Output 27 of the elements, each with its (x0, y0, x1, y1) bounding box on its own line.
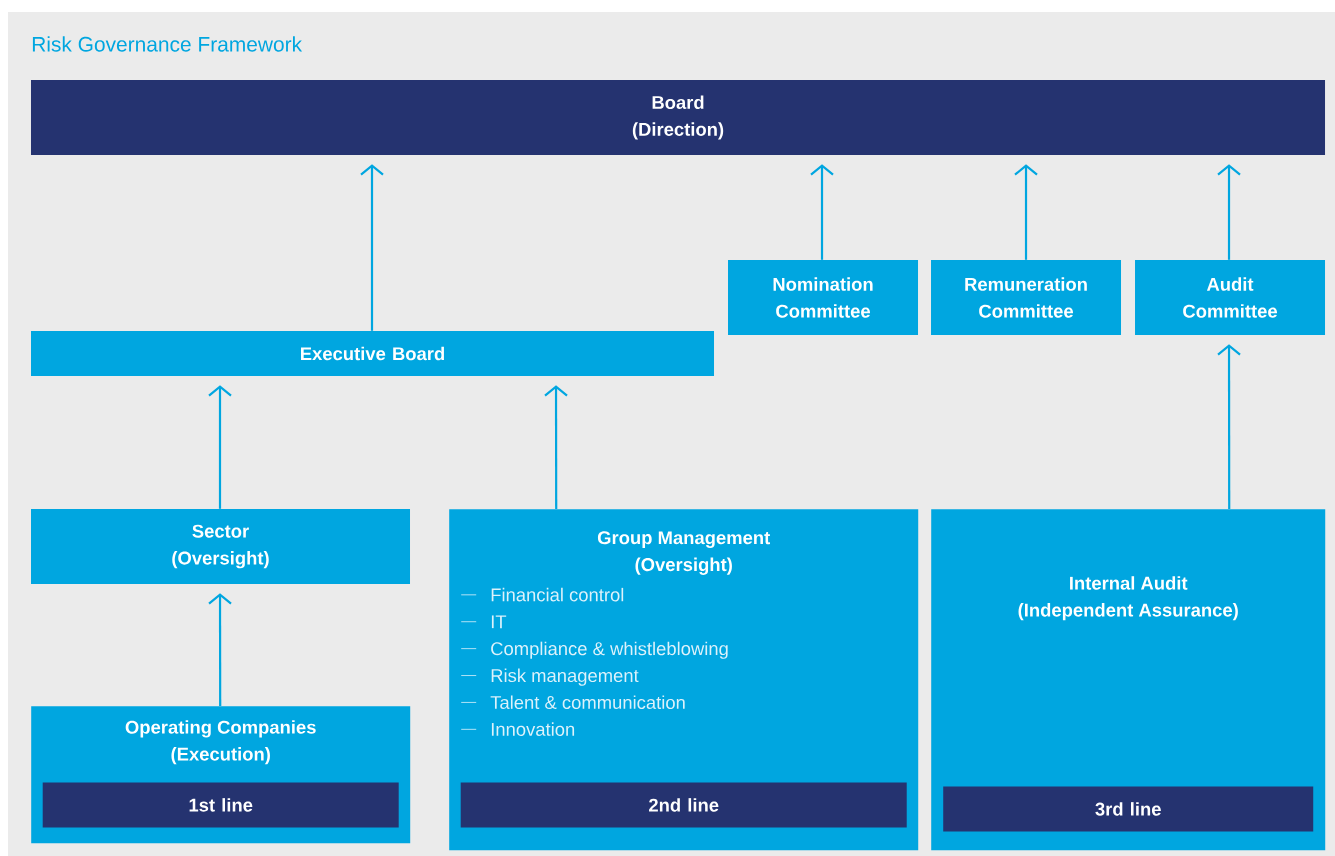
arrow (208, 593, 232, 706)
arrow (208, 385, 232, 509)
panel-heading: Internal Audit (Independent Assurance) (1018, 576, 1238, 621)
line-label-bar: 2nd line (460, 782, 907, 828)
arrow (1014, 164, 1038, 260)
arrow (1217, 164, 1241, 260)
arrow (810, 164, 834, 260)
list-item: Financial control (460, 587, 624, 602)
executive-board-bar: Executive Board (31, 331, 714, 376)
line-label-bar: 1st line (42, 782, 399, 828)
board-box: Board (Direction) (31, 80, 1326, 155)
committee-box: Audit Committee (1135, 260, 1325, 335)
arrow (1217, 344, 1241, 509)
arrow (360, 164, 384, 331)
title: Risk Governance Framework (32, 36, 303, 52)
list-item: IT (460, 615, 507, 629)
panel-heading: Operating Companies (Execution) (125, 720, 316, 765)
arrow (544, 385, 568, 509)
committee-box: Nomination Committee (728, 260, 918, 335)
committee-box: Remuneration Committee (931, 260, 1121, 335)
list-item: Talent & communication (460, 695, 685, 709)
sector-box: Sector (Oversight) (31, 509, 410, 584)
list-item: Compliance & whistleblowing (460, 641, 728, 659)
line-label-bar: 3rd line (943, 786, 1314, 832)
list-item: Innovation (460, 722, 575, 736)
list-item: Risk management (460, 668, 639, 686)
panel-heading: Group Management (Oversight) (597, 531, 770, 575)
